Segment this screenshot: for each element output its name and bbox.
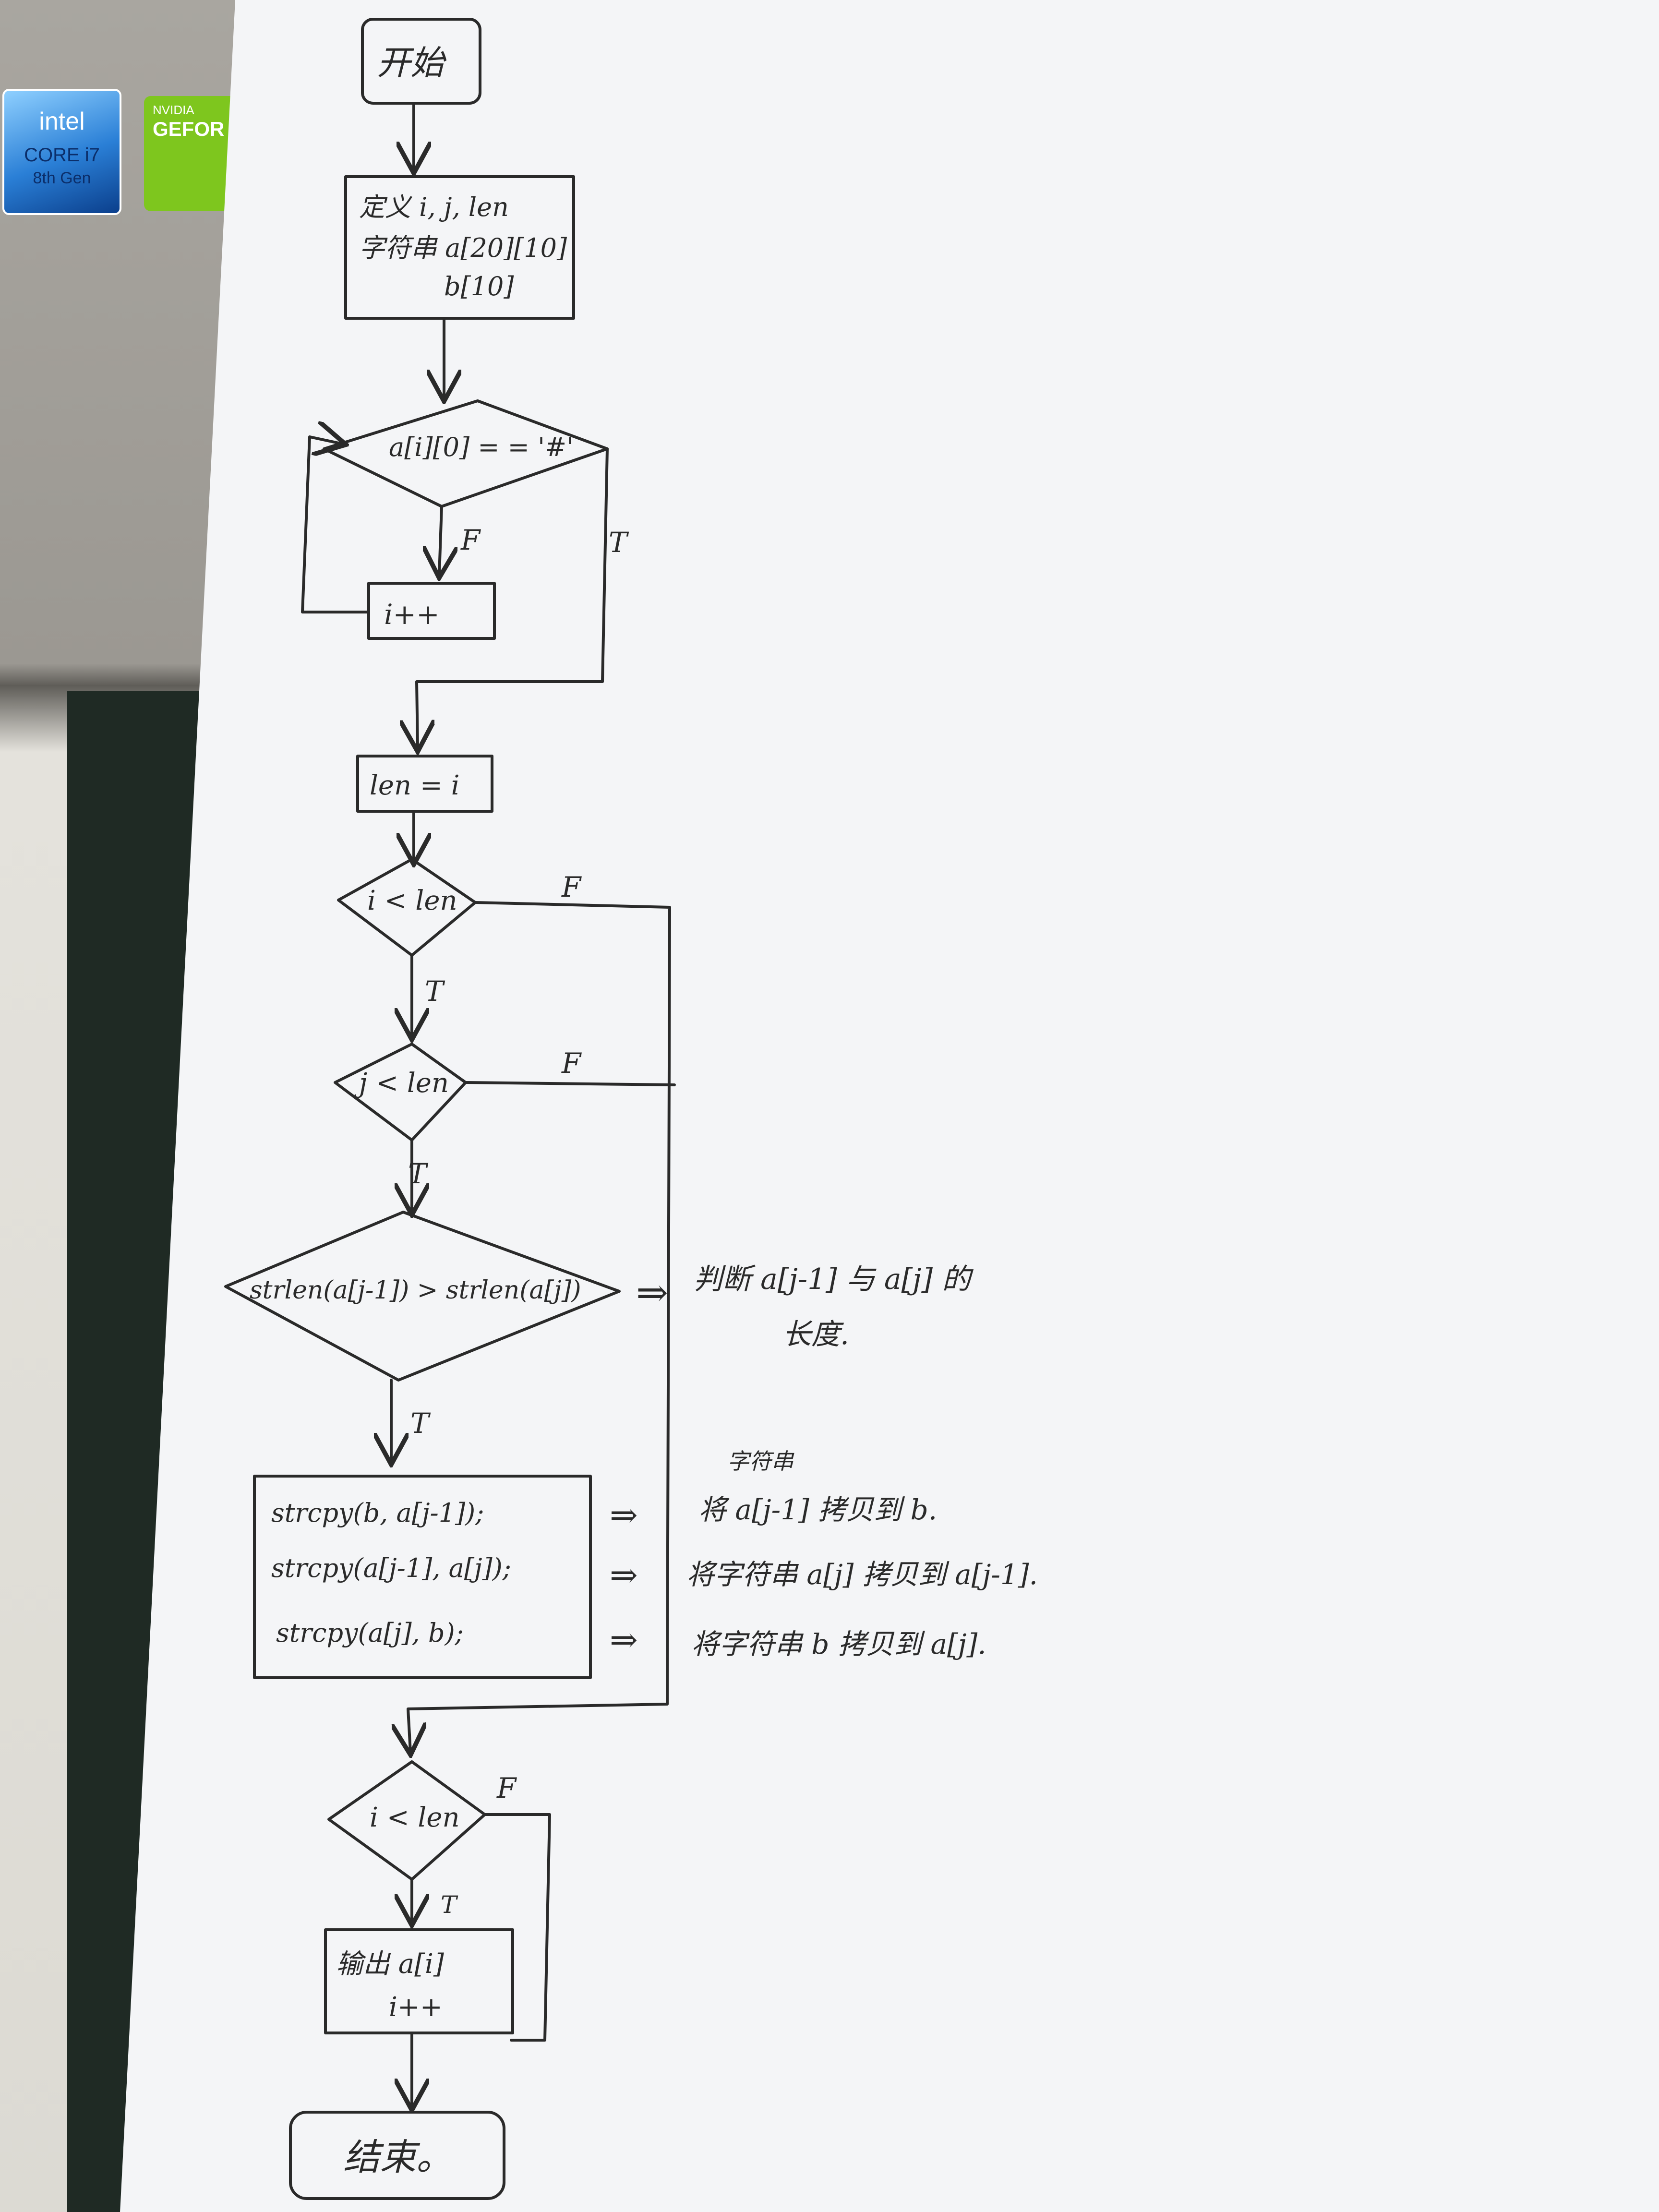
start-label: 开始 xyxy=(377,43,447,83)
inner-cond-label: j < len xyxy=(354,1068,449,1099)
compare-decision xyxy=(224,1211,621,1382)
output-line-1: 输出 a[i] xyxy=(336,1948,444,1980)
compare-cond-label: strlen(a[j-1]) > strlen(a[j]) xyxy=(250,1276,581,1305)
edge-inner-false xyxy=(464,1081,676,1086)
intel-sticker: intel CORE i7 8th Gen xyxy=(2,89,121,215)
intel-gen: 8th Gen xyxy=(33,169,91,187)
edge-loop1-back xyxy=(301,437,370,613)
nvidia-model: GEFOR xyxy=(153,118,225,140)
intel-brand: intel xyxy=(39,108,85,135)
output-false-label: F xyxy=(496,1772,517,1804)
loop1-cond-label: a[i][0] = = '#' xyxy=(389,432,574,462)
define-line-3: b[10] xyxy=(444,271,514,301)
swap-note-1: 将 a[j-1] 拷贝到 b. xyxy=(698,1493,937,1526)
loop1-false-label: F xyxy=(460,524,481,556)
intel-model: CORE i7 xyxy=(24,144,100,166)
swap-line-3: strcpy(a[j], b); xyxy=(276,1618,464,1648)
output-true-label: T xyxy=(441,1891,458,1919)
swap-note-2: 将字符串 a[j] 拷贝到 a[j-1]. xyxy=(686,1558,1038,1591)
assign-len-box xyxy=(356,755,493,813)
edge-loop1-false xyxy=(439,505,442,575)
nvidia-sticker: NVIDIA GEFOR xyxy=(144,96,240,211)
swap-line-2: strcpy(a[j-1], a[j]); xyxy=(271,1553,511,1583)
nvidia-brand: NVIDIA xyxy=(153,103,194,117)
swap-arrow-1: ⇒ xyxy=(610,1495,638,1535)
edge-outer-false xyxy=(408,901,671,1752)
output-box xyxy=(324,1928,514,2034)
swap-line-1: strcpy(b, a[j-1]); xyxy=(271,1498,484,1528)
compare-true-label: T xyxy=(410,1407,431,1440)
assign-len-label: len = i xyxy=(370,770,460,801)
swap-box xyxy=(253,1475,592,1679)
outer-true-label: T xyxy=(425,975,445,1008)
compare-note-2: 长度. xyxy=(782,1318,849,1351)
increment-label: i++ xyxy=(384,598,440,631)
swap-arrow-2: ⇒ xyxy=(610,1555,638,1595)
end-label: 结束。 xyxy=(343,2136,453,2178)
loop1-true-label: T xyxy=(609,526,629,559)
swap-arrow-3: ⇒ xyxy=(610,1620,638,1659)
define-line-2: 字符串 a[20][10] xyxy=(359,233,567,263)
paper-sheet xyxy=(120,0,1659,2212)
define-line-1: 定义 i, j, len xyxy=(359,192,509,222)
output-cond-label: i < len xyxy=(370,1802,460,1833)
inner-false-label: F xyxy=(561,1047,582,1080)
inner-true-label: T xyxy=(408,1157,429,1190)
compare-note-1: 判断 a[j-1] 与 a[j] 的 xyxy=(694,1262,974,1296)
outer-false-label: F xyxy=(561,871,582,903)
define-box xyxy=(344,175,575,320)
end-terminal xyxy=(289,2111,505,2200)
compare-arrow: ⇒ xyxy=(636,1270,668,1315)
edge-loop1-true xyxy=(417,447,609,749)
swap-note-3: 将字符串 b 拷贝到 a[j]. xyxy=(691,1628,986,1660)
output-line-2: i++ xyxy=(389,1992,443,2023)
start-terminal xyxy=(361,18,481,105)
outer-cond-label: i < len xyxy=(367,885,457,916)
swap-insert-note: 字符串 xyxy=(727,1448,794,1474)
edge-output-false xyxy=(483,1813,551,2042)
